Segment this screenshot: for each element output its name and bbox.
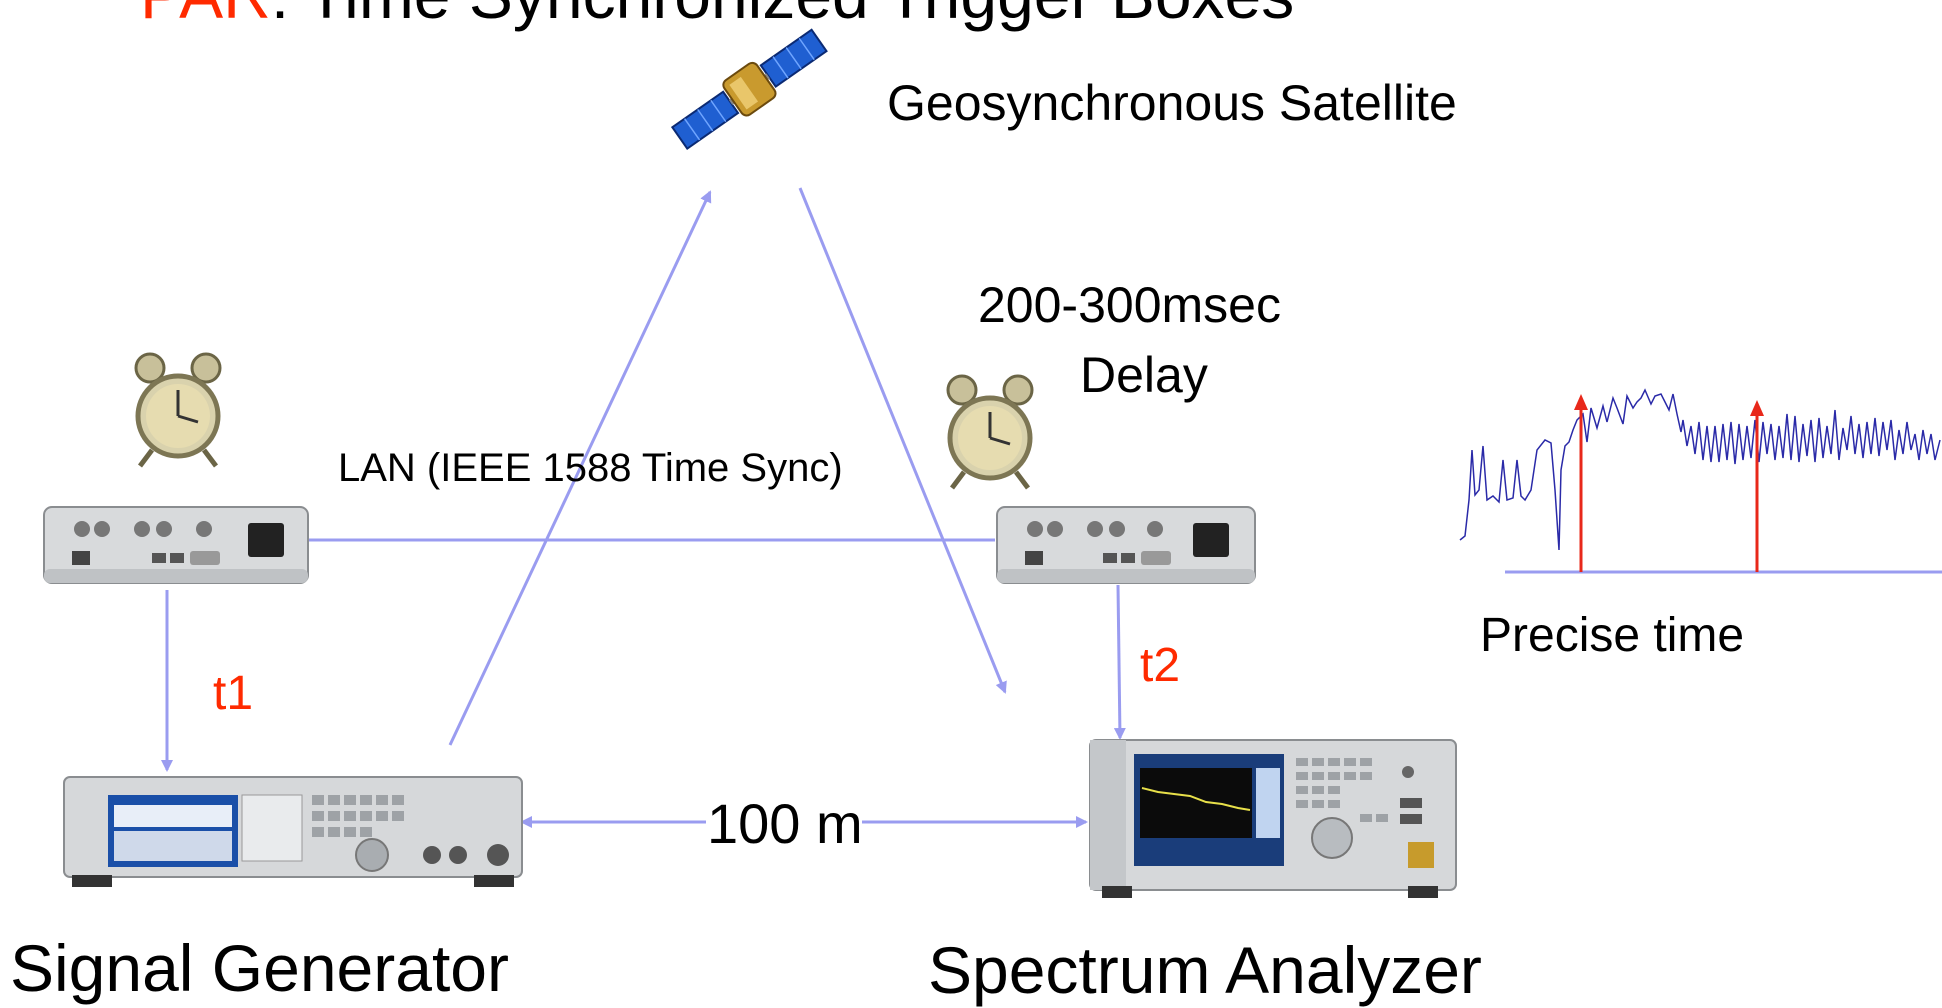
alarm-clock-icon bbox=[134, 352, 222, 468]
uplink-arrow bbox=[448, 190, 712, 746]
distance-label: 100 m bbox=[707, 792, 863, 855]
t2-label: t2 bbox=[1140, 639, 1181, 692]
downlink-arrow bbox=[798, 187, 1007, 694]
delay-label-line1: 200-300msec bbox=[978, 277, 1281, 333]
lan-label: LAN (IEEE 1588 Time Sync) bbox=[338, 446, 843, 490]
t2-trigger-arrow bbox=[1113, 584, 1126, 740]
title-rest: : Time Synchronized Trigger Boxes bbox=[271, 0, 1294, 32]
t1-label: t1 bbox=[213, 667, 254, 720]
satellite-icon bbox=[670, 28, 828, 150]
spectrum-analyzer-icon bbox=[1089, 739, 1457, 898]
alarm-clock-icon bbox=[946, 374, 1034, 490]
signal-generator-icon bbox=[63, 776, 523, 887]
precise-time-trace bbox=[1459, 388, 1942, 574]
trigger-box-icon bbox=[996, 506, 1256, 584]
slide-title: PAR: Time Synchronized Trigger Boxes bbox=[140, 0, 1294, 28]
delay-label-line2: Delay bbox=[1080, 347, 1208, 403]
spectrum-analyzer-label: Spectrum Analyzer bbox=[928, 933, 1482, 1007]
signal-trace bbox=[1459, 388, 1941, 551]
trigger-box-icon bbox=[43, 506, 309, 584]
signal-generator-label: Signal Generator bbox=[10, 931, 509, 1005]
title-prefix: PAR bbox=[140, 0, 271, 32]
satellite-label: Geosynchronous Satellite bbox=[887, 75, 1457, 131]
precise-time-label: Precise time bbox=[1480, 609, 1745, 662]
